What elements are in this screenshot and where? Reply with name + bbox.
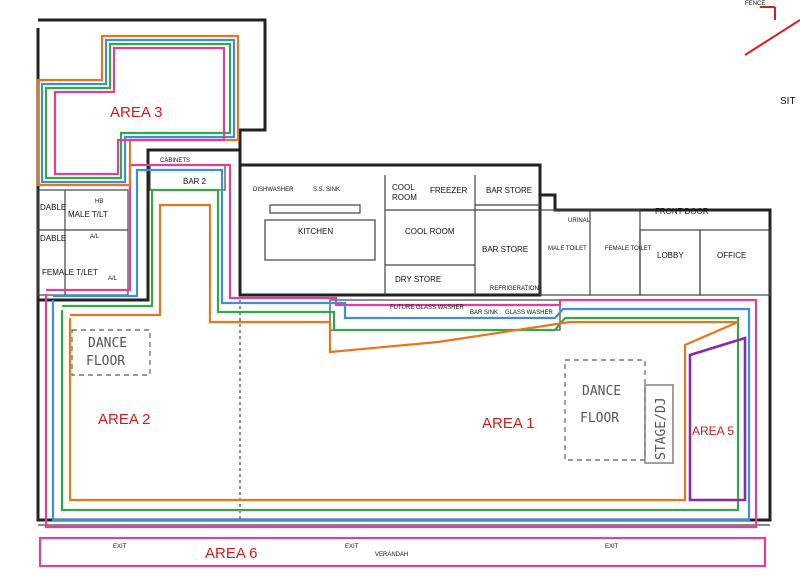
area2-label: AREA 2 [98, 411, 151, 428]
cool-room-small-1: COOL [392, 183, 415, 192]
orange-route [68, 203, 739, 502]
dance-floor-left-1: DANCE [88, 336, 127, 351]
dance-floor-left: DANCE FLOOR [71, 329, 151, 376]
dishwasher-label: DISHWASHER [253, 187, 294, 193]
cabinets-label: CABINETS [160, 158, 190, 164]
male-wc-label: MALE TOILET [548, 246, 587, 252]
area5-purple [688, 336, 747, 502]
freezer-label: FREEZER [430, 186, 468, 195]
ss-sink-label: S.S. SINK [313, 187, 340, 193]
bar2-label: BAR 2 [183, 177, 207, 186]
area6-pink [38, 536, 767, 568]
dance-floor-left-2: FLOOR [86, 354, 125, 369]
cool-room-label: COOL ROOM [405, 227, 455, 236]
al-1-label: A/L [90, 234, 100, 240]
room-labels: BAR 2 CABINETS DISHWASHER S.S. SINK COOL… [40, 158, 746, 558]
route-loops [36, 34, 767, 568]
disable-2-label: DABLE [40, 234, 66, 243]
bar-sink-label: BAR SINK [470, 310, 498, 316]
exit-2-label: EXIT [345, 544, 359, 550]
verandah-label: VERANDAH [375, 552, 408, 558]
dance-floor-right-2: FLOOR [580, 411, 619, 426]
male-wc-left-label: MALE T/LT [68, 210, 108, 219]
disable-1-label: DABLE [40, 203, 66, 212]
dance-floor-right-1: DANCE [582, 384, 621, 399]
bar-store-top-label: BAR STORE [486, 186, 532, 195]
fence-marker: FENCE [744, 1, 800, 56]
lobby-label: LOBBY [657, 251, 684, 260]
bar-store-label: BAR STORE [482, 245, 528, 254]
blue-route [51, 168, 751, 522]
area6-label: AREA 6 [205, 545, 258, 562]
female-wc-left-label: FEMALE T/LET [42, 268, 98, 277]
exit-3-label: EXIT [605, 544, 619, 550]
fence-label: FENCE [745, 1, 765, 7]
dance-floor-right: DANCE FLOOR [564, 359, 646, 461]
future-glass-washer-label: FUTURE GLASS WASHER [390, 305, 464, 311]
refrigeration-label: REFRIGERATION [490, 286, 539, 292]
building-walls [36, 18, 772, 567]
stage-box: STAGE/DJ [644, 384, 674, 464]
area3-green [44, 42, 232, 180]
al-2-label: A/L [108, 276, 118, 282]
area1-label: AREA 1 [482, 415, 535, 432]
cool-room-small-2: ROOM [392, 193, 417, 202]
front-door-label: FRONT DOOR [655, 207, 709, 216]
exit-1-label: EXIT [113, 544, 127, 550]
hb-label: HB [95, 199, 103, 205]
area3-pink [53, 46, 226, 176]
green-route [60, 188, 740, 512]
kitchen-label: KITCHEN [298, 227, 333, 236]
area3-orange [36, 34, 240, 187]
female-wc-label: FEMALE TOILET [605, 246, 652, 252]
area3-blue [40, 38, 236, 184]
office-label: OFFICE [717, 251, 746, 260]
site-label: SIT [780, 96, 796, 107]
glass-washer-label: GLASS WASHER [505, 310, 553, 316]
area3-label: AREA 3 [110, 104, 163, 121]
dry-store-label: DRY STORE [395, 275, 441, 284]
urinal-label: URINAL [568, 218, 591, 224]
stage-label: STAGE/DJ [654, 397, 669, 460]
area-labels: AREA 3 AREA 2 AREA 1 AREA 5 AREA 6 [98, 104, 734, 562]
area5-label: AREA 5 [692, 424, 734, 438]
